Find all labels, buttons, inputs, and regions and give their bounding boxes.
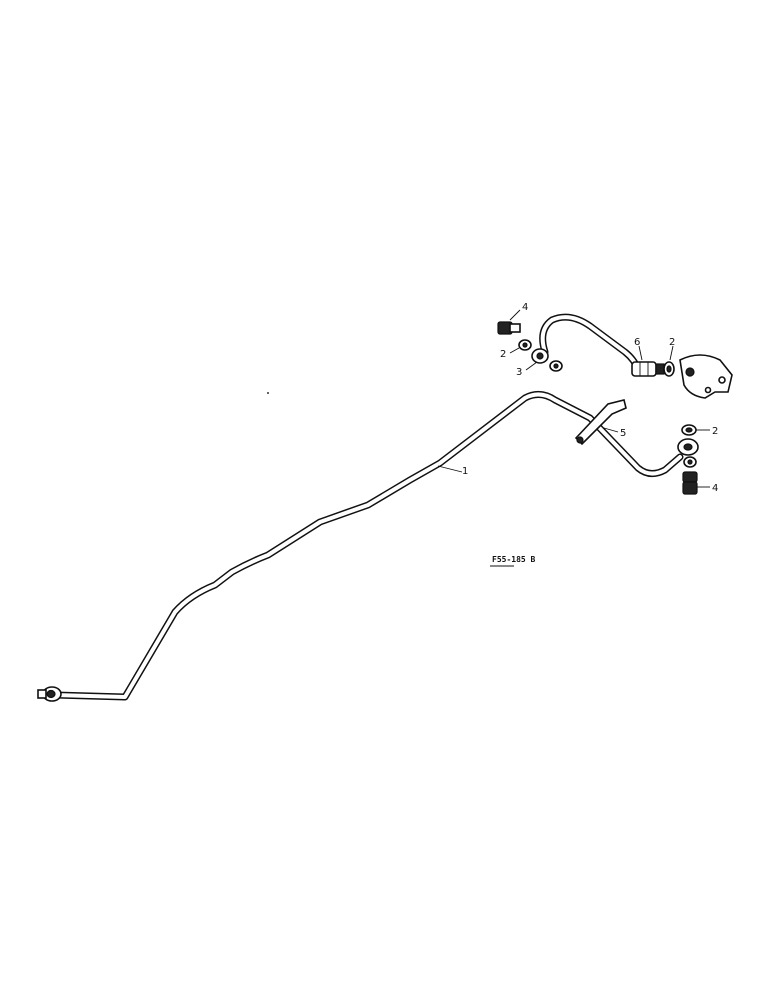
figure-reference-code: F55-185 B [492,555,536,564]
leader-lines [437,309,710,488]
hose-sleeve [631,361,665,377]
callout-4-bolt-upper: 4 [522,302,528,313]
banjo-fitting-upper [531,348,563,372]
mounting-block [679,354,733,399]
clip-bracket [574,399,627,446]
right-end-fitting [677,424,699,495]
callout-6-hose: 6 [634,337,640,348]
bolt-upper [497,321,521,335]
upper-hose-line [539,313,642,374]
callout-2-washer-right-top: 2 [669,337,675,348]
washer-upper [518,339,532,351]
hydraulic-line-main [51,391,684,701]
callout-4-bolt-right: 4 [712,483,718,494]
callout-3-banjo: 3 [516,367,522,378]
left-end-fitting [37,686,62,702]
callout-1-line: 1 [462,466,468,477]
callout-2-washer-right-fitting: 2 [712,426,718,437]
dot-mark [267,392,269,394]
callout-2-washer-upper: 2 [500,349,506,360]
callout-5-clip: 5 [620,428,626,439]
washer-hose-end [663,361,675,377]
